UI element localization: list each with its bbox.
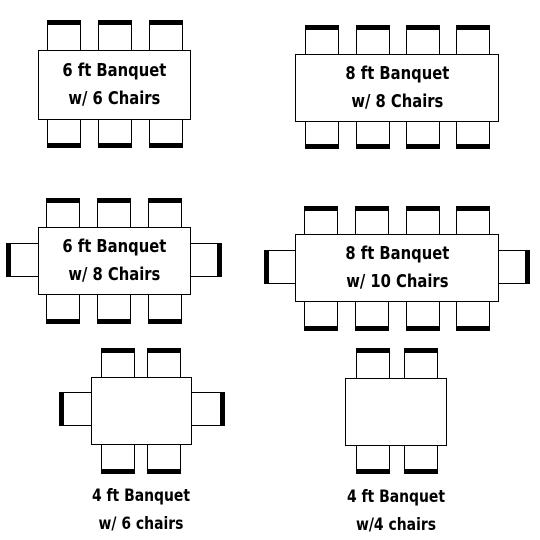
banquet-table [91, 377, 192, 445]
table-label: 6 ft Banquet w/ 8 Chairs [63, 233, 167, 289]
chair [6, 243, 42, 277]
label-line-2: w/ 6 Chairs [68, 88, 161, 109]
caption-line-1: 4 ft Banquet [91, 486, 191, 506]
chair [494, 250, 530, 284]
chair [406, 295, 440, 331]
chair [59, 392, 95, 426]
label-line-2: w/ 10 Chairs [345, 271, 449, 292]
banquet-table: 8 ft Banquet w/ 8 Chairs [295, 54, 499, 122]
table-caption: 4 ft Banquet w/4 chairs [330, 483, 461, 539]
label-line-2: w/ 8 Chairs [350, 91, 443, 112]
caption-line-2: w/ 6 chairs [98, 514, 184, 534]
banquet-table: 8 ft Banquet w/ 10 Chairs [295, 234, 499, 302]
label-line-2: w/ 8 Chairs [68, 264, 161, 285]
table-label: 8 ft Banquet w/ 10 Chairs [345, 240, 449, 296]
label-line-1: 8 ft Banquet [345, 63, 449, 84]
banquet-table: 6 ft Banquet w/ 8 Chairs [38, 227, 191, 295]
chair [186, 243, 222, 277]
banquet-table: 6 ft Banquet w/ 6 Chairs [38, 50, 191, 120]
label-line-1: 6 ft Banquet [62, 60, 167, 81]
label-line-1: 8 ft Banquet [345, 243, 449, 264]
chair [189, 392, 225, 426]
table-label: 8 ft Banquet w/ 8 Chairs [345, 60, 449, 116]
label-line-1: 6 ft Banquet [62, 236, 167, 257]
caption-line-1: 4 ft Banquet [346, 487, 446, 507]
table-caption: 4 ft Banquet w/ 6 chairs [75, 482, 206, 538]
caption-line-2: w/4 chairs [355, 515, 437, 535]
banquet-table [345, 378, 447, 446]
table-label: 6 ft Banquet w/ 6 Chairs [63, 57, 167, 113]
